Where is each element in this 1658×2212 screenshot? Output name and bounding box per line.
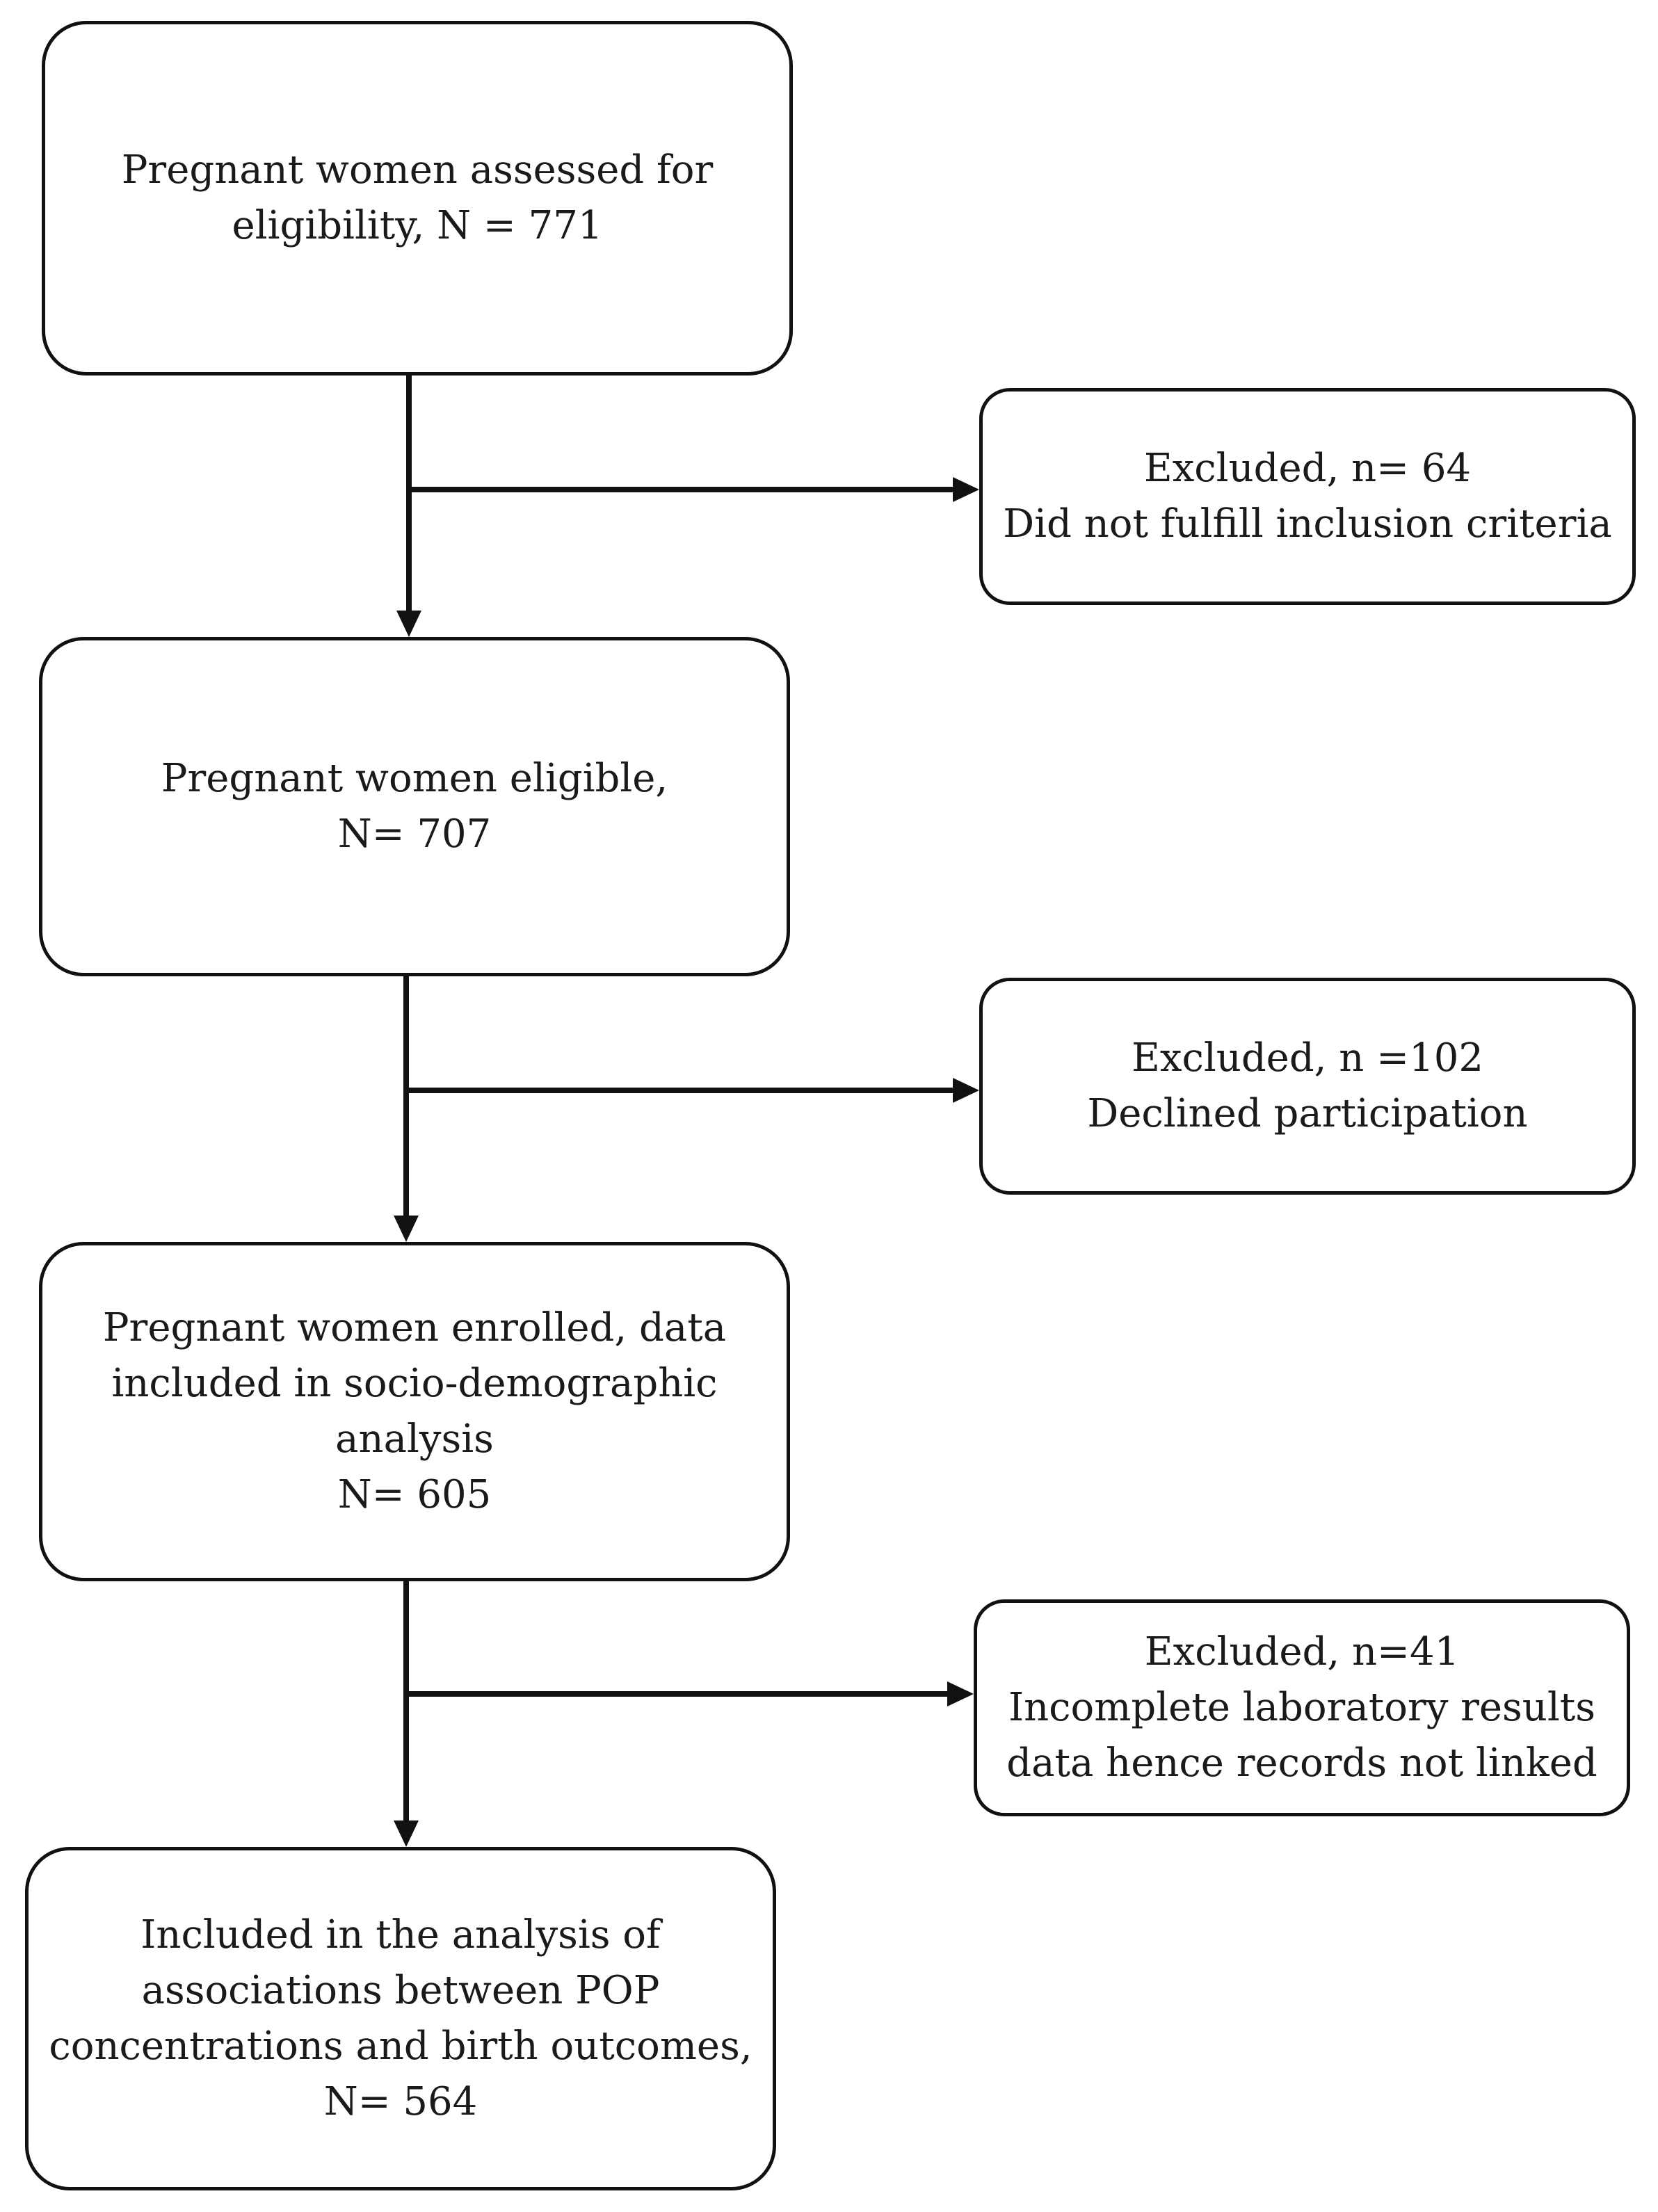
- arrow-down-icon: [394, 1216, 419, 1242]
- enrolled-box: Pregnant women enrolled, data included i…: [39, 1242, 790, 1581]
- excluded-declined-box: Excluded, n =102 Declined participation: [979, 978, 1636, 1195]
- analysis-line-1: Included in the analysis of: [140, 1912, 661, 1957]
- excluded-incomplete-reason-2: data hence records not linked: [1006, 1741, 1597, 1786]
- arrow-right-icon: [947, 1681, 974, 1706]
- excluded-ineligible-count: Excluded, n= 64: [1143, 446, 1472, 491]
- eligible-box: Pregnant women eligible, N= 707: [39, 637, 790, 976]
- assessed-line-2: eligibility, N = 771: [232, 203, 603, 248]
- analysis-box: Included in the analysis of associations…: [25, 1847, 776, 2190]
- arrow-down-icon: [396, 611, 421, 637]
- eligible-line-2: N= 707: [337, 812, 492, 857]
- assessed-line-1: Pregnant women assessed for: [121, 147, 714, 193]
- excluded-ineligible-reason: Did not fulfill inclusion criteria: [1003, 501, 1612, 547]
- enrolled-line-3: analysis: [335, 1416, 494, 1462]
- enrolled-line-4: N= 605: [337, 1472, 492, 1517]
- analysis-line-2: associations between POP: [141, 1968, 660, 2013]
- excluded-incomplete-box: Excluded, n=41 Incomplete laboratory res…: [974, 1599, 1630, 1816]
- enrolled-line-2: included in socio-demographic: [111, 1361, 718, 1406]
- eligible-line-1: Pregnant women eligible,: [161, 756, 668, 801]
- arrow-right-icon: [953, 1078, 979, 1103]
- excluded-declined-count: Excluded, n =102: [1132, 1035, 1483, 1081]
- analysis-line-3: concentrations and birth outcomes,: [49, 2024, 752, 2069]
- excluded-incomplete-count: Excluded, n=41: [1144, 1629, 1460, 1674]
- excluded-incomplete-reason-1: Incomplete laboratory results: [1008, 1685, 1596, 1730]
- excluded-ineligible-box: Excluded, n= 64 Did not fulfill inclusio…: [979, 388, 1636, 605]
- arrow-right-icon: [953, 477, 979, 502]
- excluded-declined-reason: Declined participation: [1087, 1091, 1528, 1136]
- analysis-line-4: N= 564: [323, 2079, 478, 2124]
- assessed-box: Pregnant women assessed for eligibility,…: [42, 21, 793, 376]
- arrow-down-icon: [394, 1821, 419, 1847]
- enrolled-line-1: Pregnant women enrolled, data: [102, 1305, 727, 1350]
